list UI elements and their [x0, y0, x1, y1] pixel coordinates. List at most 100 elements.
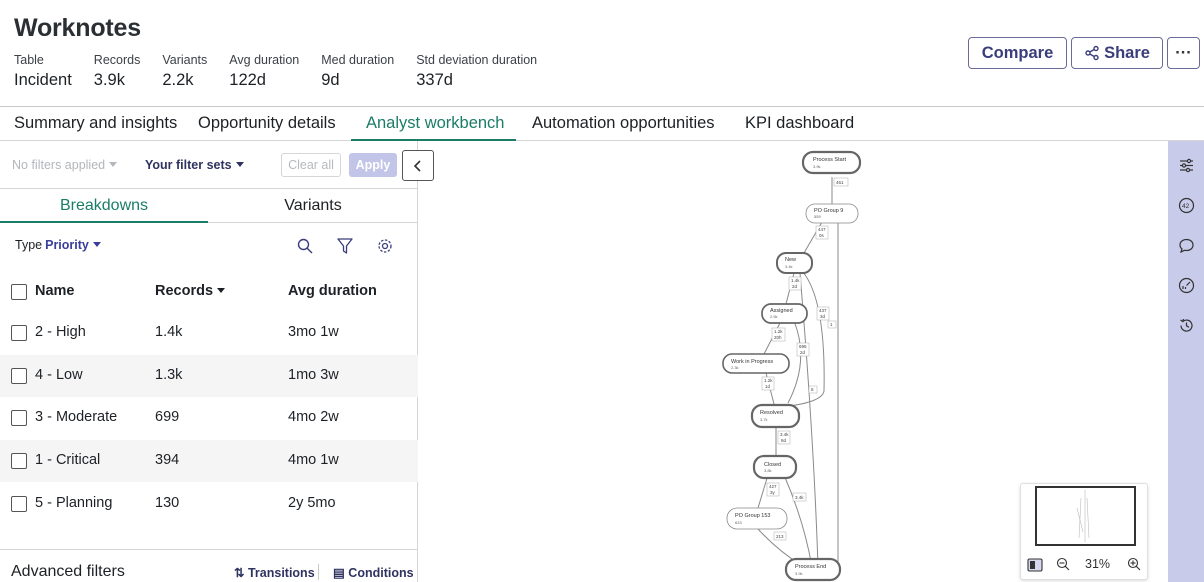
column-records[interactable]: Records	[155, 283, 226, 299]
tab-summary-and-insights[interactable]: Summary and insights	[14, 114, 178, 132]
column-name[interactable]: Name	[35, 283, 75, 299]
fit-view-icon[interactable]	[1027, 557, 1043, 573]
filter-sets-label: Your filter sets	[145, 158, 232, 172]
node-label: Resolved	[760, 410, 783, 416]
node-label: New	[785, 257, 796, 263]
zoom-out-icon[interactable]	[1056, 557, 1070, 571]
filter-icon[interactable]	[336, 237, 354, 255]
node-work-in-progress[interactable]: Work in Progress 2.3k	[722, 353, 790, 374]
edge	[757, 474, 769, 509]
node-resolved[interactable]: Resolved 3.7k	[750, 403, 801, 429]
advanced-filters-title[interactable]: Advanced filters	[11, 563, 125, 580]
svg-text:42: 42	[1182, 203, 1190, 210]
number-badge-icon[interactable]: 42	[1178, 197, 1195, 214]
node-count: 3.4k	[785, 264, 793, 269]
compare-label: Compare	[981, 43, 1054, 62]
gauge-icon[interactable]	[1178, 277, 1195, 294]
table-row[interactable]: 3 - Moderate 699 4mo 2w	[0, 397, 418, 439]
main-tabs: Summary and insights Opportunity details…	[0, 107, 1204, 141]
table-row[interactable]: 4 - Low 1.3k 1mo 3w	[0, 355, 418, 397]
row-name: 2 - High	[35, 324, 86, 340]
edge-label: 3y	[770, 490, 776, 495]
row-checkbox[interactable]	[11, 368, 27, 384]
stat-label: Variants	[162, 53, 208, 67]
apply-button[interactable]: Apply	[349, 153, 397, 177]
node-closed[interactable]: Closed 3.8k	[752, 454, 798, 480]
node-po-group-9[interactable]: PO Group 9 559	[805, 203, 859, 224]
edge-label: 2d	[800, 350, 806, 355]
filters-dropdown-label: No filters applied	[12, 158, 106, 172]
more-actions-button[interactable]: ···	[1167, 37, 1200, 69]
minimap-thumbnail	[1076, 490, 1090, 542]
table-row[interactable]: 5 - Planning 130 2y 5mo	[0, 483, 418, 525]
node-label: PO Group 9	[814, 208, 843, 214]
chevron-down-icon	[235, 162, 244, 167]
clear-all-button[interactable]: Clear all	[281, 153, 341, 177]
column-avg-duration[interactable]: Avg duration	[288, 283, 377, 299]
sliders-icon[interactable]	[1178, 157, 1195, 174]
row-checkbox[interactable]	[11, 453, 27, 469]
stat-label: Avg duration	[229, 53, 300, 67]
transitions-link[interactable]: ⇅ Transitions	[234, 565, 315, 580]
node-label: PO Group 153	[735, 513, 770, 519]
share-button[interactable]: Share	[1071, 37, 1163, 69]
row-checkbox[interactable]	[11, 325, 27, 341]
node-count: 3.8k	[764, 468, 772, 473]
edge-label: 447	[818, 227, 826, 232]
filters-dropdown[interactable]: No filters applied	[12, 158, 118, 172]
panel-subtabs: Breakdowns Variants	[0, 190, 418, 223]
zoom-in-icon[interactable]	[1127, 557, 1141, 571]
share-label: Share	[1104, 43, 1150, 62]
row-checkbox[interactable]	[11, 496, 27, 512]
node-process-end[interactable]: Process End 3.9k	[784, 557, 842, 582]
edge-label: 1	[830, 322, 833, 327]
stat-label: Med duration	[321, 53, 395, 67]
table-row[interactable]: 1 - Critical 394 4mo 1w	[0, 440, 418, 482]
comment-icon[interactable]	[1178, 237, 1195, 254]
edge-label: 1d	[765, 384, 771, 389]
history-icon[interactable]	[1178, 317, 1195, 334]
node-po-group-153[interactable]: PO Group 153 633	[726, 507, 788, 530]
edge-label: 8	[811, 387, 814, 392]
type-label: Type	[15, 238, 43, 252]
node-process-start[interactable]: Process Start 3.9k	[801, 150, 862, 175]
table-row[interactable]: 2 - High 1.4k 3mo 1w	[0, 312, 418, 354]
tab-variants[interactable]: Variants	[284, 197, 342, 214]
advanced-filters-bar: Advanced filters ⇅ Transitions ▤ Conditi…	[0, 549, 418, 582]
gear-icon[interactable]	[376, 237, 394, 255]
stat-value: 337d	[416, 71, 453, 89]
node-new[interactable]: New 3.4k	[776, 252, 813, 274]
row-name: 3 - Moderate	[35, 409, 118, 425]
node-count: 633	[735, 520, 742, 525]
row-checkbox[interactable]	[11, 410, 27, 426]
page-title: Worknotes	[14, 14, 141, 42]
edge-label: 427	[769, 484, 777, 489]
tab-opportunity-details[interactable]: Opportunity details	[198, 114, 336, 132]
row-records: 1.3k	[155, 367, 183, 383]
tab-automation-opportunities[interactable]: Automation opportunities	[532, 114, 715, 132]
conditions-link[interactable]: ▤ Conditions	[333, 565, 414, 580]
collapse-panel-button[interactable]	[402, 150, 434, 181]
edge	[783, 474, 813, 568]
select-all-checkbox[interactable]	[11, 284, 27, 300]
stat-label: Table	[14, 53, 44, 67]
tab-kpi-dashboard[interactable]: KPI dashboard	[745, 114, 855, 132]
search-icon[interactable]	[296, 237, 314, 255]
minimap[interactable]: 31%	[1020, 483, 1148, 580]
edge-label: 0s	[819, 233, 825, 238]
node-assigned[interactable]: Assigned 2.5k	[761, 303, 808, 324]
minimap-viewport[interactable]	[1035, 486, 1136, 546]
tab-breakdowns[interactable]: Breakdowns	[0, 190, 208, 223]
row-avg-duration: 1mo 3w	[288, 367, 339, 383]
tab-analyst-workbench[interactable]: Analyst workbench	[351, 107, 516, 141]
edge-label: 1.2k	[764, 378, 773, 383]
compare-button[interactable]: Compare	[968, 37, 1067, 69]
filter-sets-dropdown[interactable]: Your filter sets	[145, 158, 244, 172]
edge-label: 1.4k	[791, 278, 800, 283]
